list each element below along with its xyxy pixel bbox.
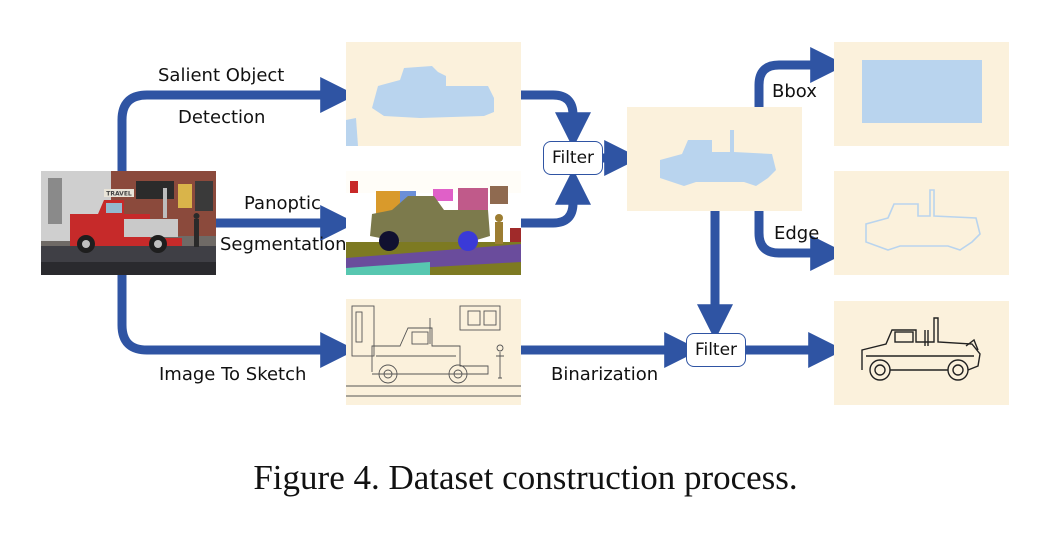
- image-to-sketch-label: Image To Sketch: [159, 364, 307, 385]
- salient-object-label-line1: Salient Object: [158, 65, 285, 86]
- arrow-to-edge: [754, 211, 847, 271]
- bbox-label: Bbox: [772, 81, 817, 102]
- edge-shape: [865, 189, 981, 251]
- figure-caption: Figure 4. Dataset construction process.: [253, 458, 798, 497]
- binarization-label: Binarization: [551, 364, 659, 385]
- panoptic-label-line2: Segmentation: [220, 234, 347, 255]
- filter-box-bottom: Filter: [686, 333, 746, 367]
- panoptic-label-line1: Panoptic: [244, 193, 321, 214]
- salient-mask-panel: [346, 42, 521, 146]
- result-sketch-panel: [834, 301, 1009, 405]
- source-photo: TRAVEL: [41, 171, 216, 275]
- edge-panel: [834, 171, 1009, 275]
- bbox-panel: [834, 42, 1009, 146]
- salient-object-label-line2: Detection: [178, 107, 266, 128]
- filter-box-top: Filter: [543, 141, 603, 175]
- arrows: [117, 47, 847, 368]
- filtered-mask-panel: [627, 107, 802, 211]
- photo-sign: [104, 189, 134, 197]
- filtered-mask-shape: [660, 130, 776, 186]
- svg-text:TRAVEL: TRAVEL: [106, 191, 132, 198]
- arrow-to-bbox: [754, 47, 847, 107]
- sketch-panel: [346, 299, 521, 405]
- salient-mask-shape: [372, 66, 494, 118]
- arrow-to-sketch: [117, 275, 357, 368]
- arrow-to-salient: [117, 77, 357, 171]
- arrow-salient-to-filter: [521, 90, 591, 149]
- edge-label: Edge: [774, 223, 820, 244]
- panoptic-panel: [346, 171, 521, 275]
- bbox-shape: [862, 60, 982, 123]
- arrow-panoptic-to-filter: [521, 168, 591, 228]
